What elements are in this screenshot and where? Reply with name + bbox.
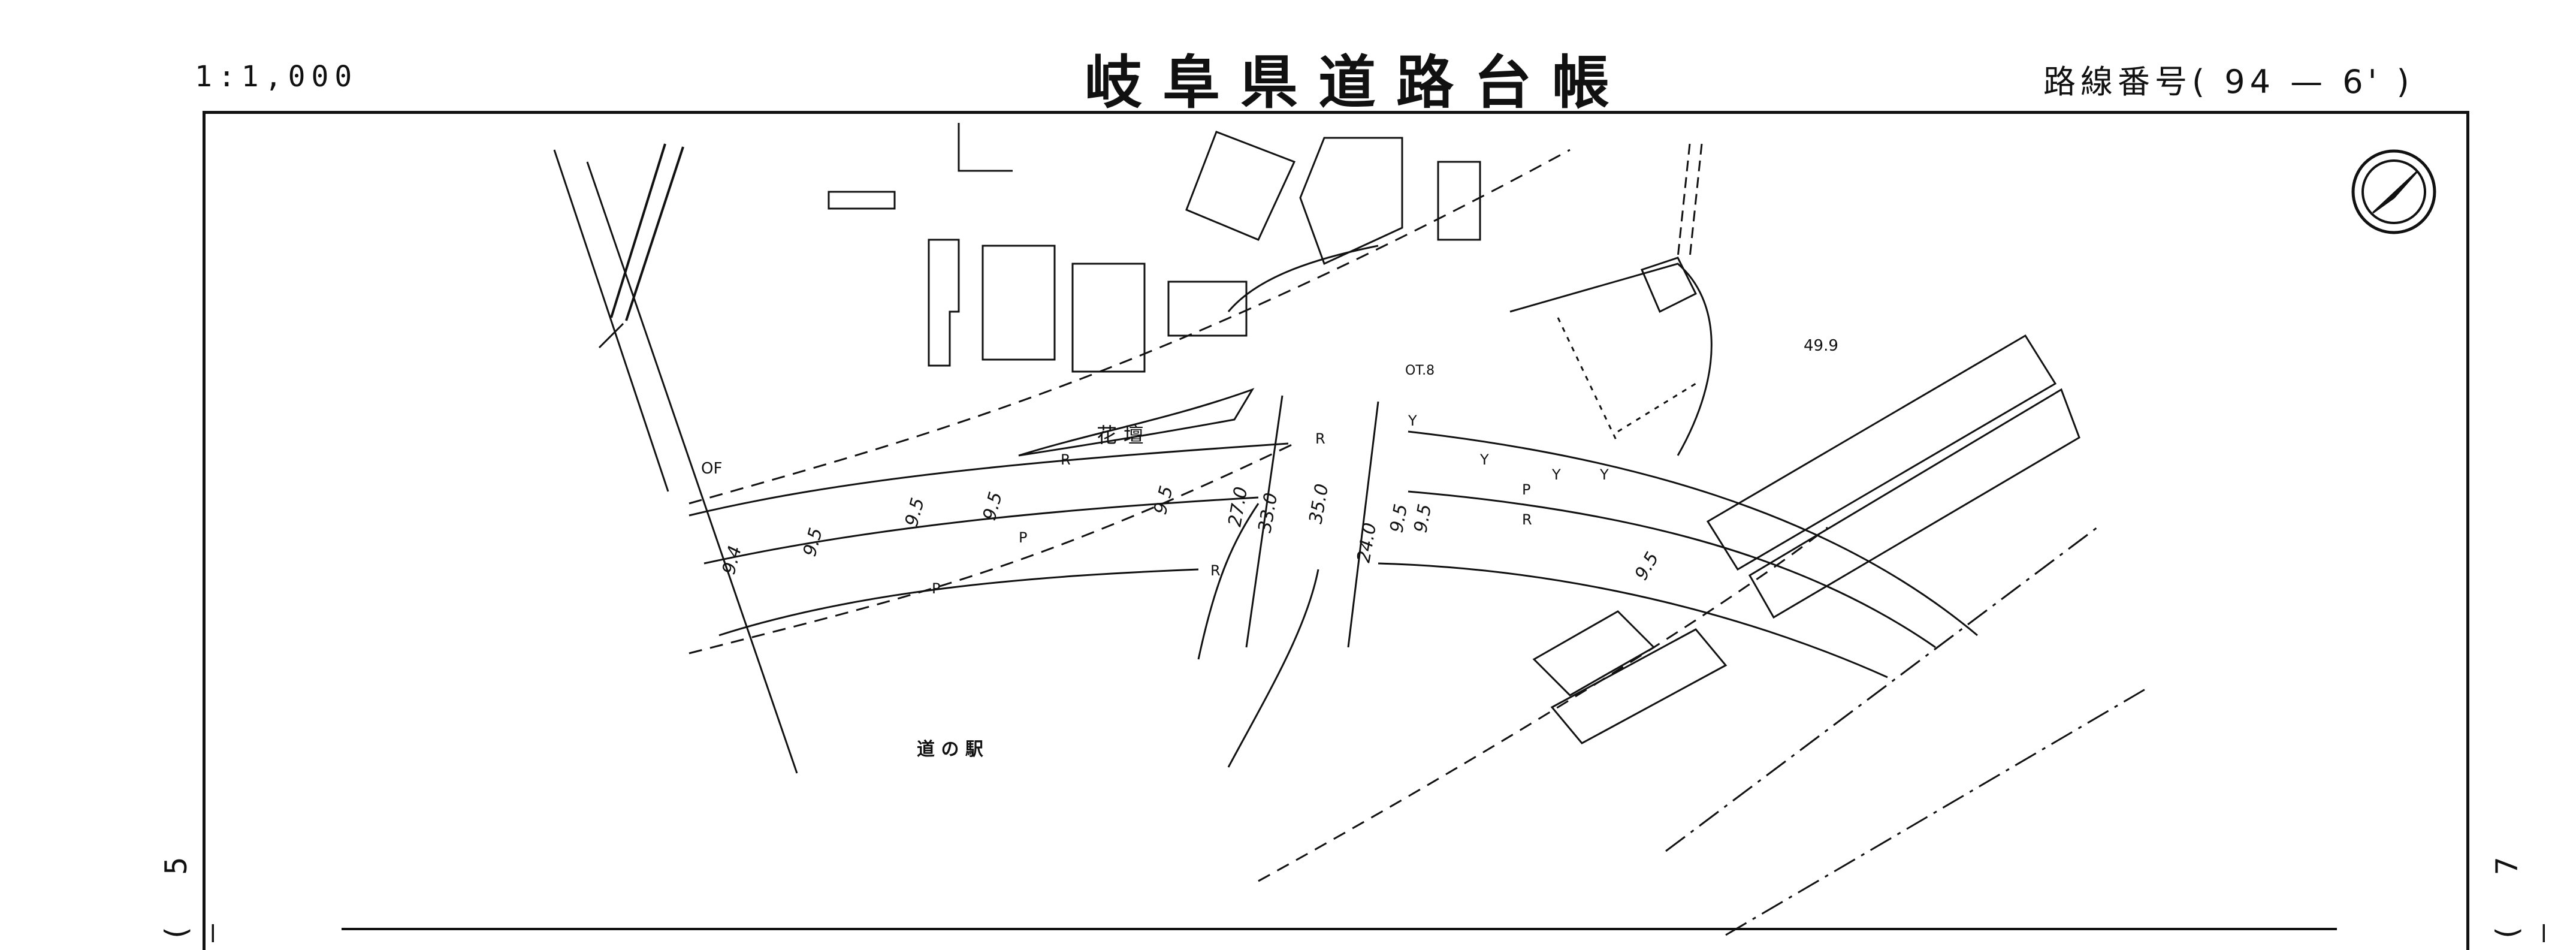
- width-label: 9.5: [1150, 484, 1177, 517]
- road-edge-lower: [718, 568, 1199, 637]
- map-frame: [203, 111, 2469, 950]
- map-symbol: R: [1522, 511, 1532, 528]
- north-arrow-icon: [2351, 149, 2436, 234]
- map-symbol: P: [932, 580, 940, 597]
- map-symbol: P: [1019, 529, 1027, 546]
- flowerbed-outline: [1018, 388, 1255, 457]
- width-label: 33.0: [1254, 491, 1282, 535]
- width-label: 24.0: [1353, 521, 1381, 565]
- map-symbol: R: [1315, 430, 1325, 447]
- building: [1185, 131, 1296, 241]
- map-symbol: Y: [1479, 451, 1489, 468]
- ot-label: OT.8: [1405, 363, 1435, 378]
- road-edge-upper-right: [1408, 430, 1978, 637]
- page-title: 岐阜県道路台帳: [1085, 49, 1630, 116]
- map-symbol: Y: [1408, 412, 1417, 429]
- road-edge-upper: [688, 442, 1289, 517]
- width-label: 9.4: [718, 544, 746, 577]
- of-label: OF: [701, 460, 722, 478]
- width-label: 9.5: [799, 526, 827, 559]
- map-symbol: R: [1061, 451, 1071, 468]
- width-label: 9.5: [1386, 502, 1412, 534]
- road-center-line: [703, 496, 1259, 565]
- left-boundary-line: [553, 149, 669, 492]
- map-symbol: Y: [1551, 466, 1561, 483]
- map-symbol: P: [1522, 481, 1530, 498]
- route-number: 路線番号( 94 — 6' ): [2043, 63, 2414, 101]
- width-label: 9.5: [901, 496, 929, 529]
- width-label: 27.0: [1224, 485, 1252, 529]
- map-scale: 1:1,000: [195, 60, 358, 94]
- road-edge-lower-right: [1378, 562, 1888, 678]
- michinoeki-label: 道 の 駅: [917, 739, 983, 760]
- map-symbol: R: [1210, 562, 1221, 579]
- width-label: 9.5: [1631, 548, 1663, 584]
- width-label: 35.0: [1305, 482, 1333, 526]
- flowerbed-label: 花 壇: [1097, 424, 1144, 448]
- elevation-label: 49.9: [1804, 337, 1838, 355]
- width-label: 9.5: [1410, 502, 1436, 534]
- hatched-lots: [1532, 334, 2080, 744]
- map-symbol: Y: [1599, 466, 1609, 483]
